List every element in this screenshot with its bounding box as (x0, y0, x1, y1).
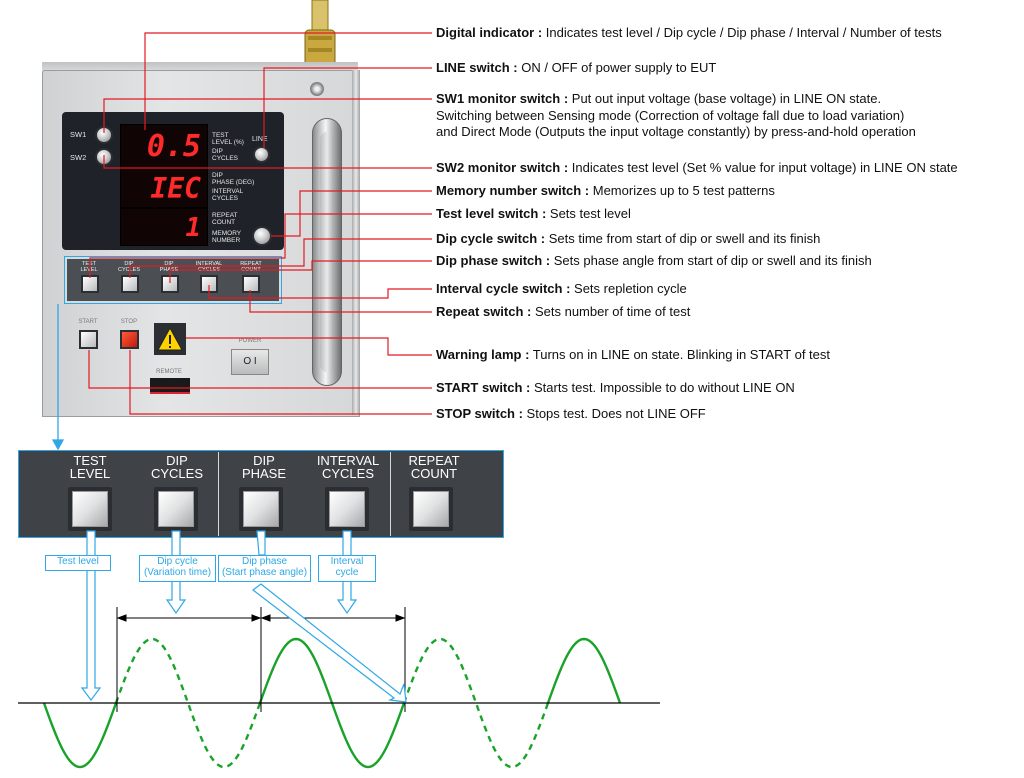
callout-test-level: Test level (45, 555, 111, 571)
annotation-test-level-switch: Test level switch : Sets test level (436, 206, 631, 221)
line-switch[interactable] (253, 146, 270, 163)
dimension-arrows (116, 614, 406, 622)
waveform-segment (42, 702, 118, 769)
closeup-test-level-button[interactable] (68, 487, 112, 531)
annotation-sw2-monitor-switch: SW2 monitor switch : Indicates test leve… (436, 160, 958, 175)
device-side-edge (352, 70, 360, 415)
stop-switch[interactable] (120, 330, 139, 349)
dip-phase-display: IEC (120, 168, 208, 208)
annotation-stop-switch: STOP switch : Stops test. Does not LINE … (436, 406, 706, 421)
strip-divider (218, 452, 219, 536)
repeat-switch[interactable] (242, 275, 260, 293)
annotation-sw1-monitor-switch: SW1 monitor switch : Put out input volta… (436, 91, 916, 139)
sw2-label: SW2 (70, 153, 87, 162)
power-switch[interactable]: O I (231, 349, 269, 375)
callout-dip-cycle: Dip cycle(Variation time) (139, 555, 216, 582)
callout-dip-phase: Dip phase(Start phase angle) (218, 555, 311, 582)
strip-divider (390, 452, 391, 536)
remote-connector (150, 378, 190, 394)
annotation-memory-number-switch: Memory number switch : Memorizes up to 5… (436, 183, 775, 198)
annotation-digital-indicator: Digital indicator : Indicates test level… (436, 25, 942, 40)
screw-icon (310, 82, 324, 96)
remote-label: REMOTE (156, 369, 182, 375)
start-switch[interactable] (79, 330, 98, 349)
test-level-display: 0.5 (120, 124, 208, 168)
device-top (42, 62, 358, 72)
closeup-dip-cycles-button[interactable] (154, 487, 198, 531)
annotation-repeat-switch: Repeat switch : Sets number of time of t… (436, 304, 691, 319)
closeup-interval-cycles-button[interactable] (325, 487, 369, 531)
closeup-dip-phase-button[interactable] (239, 487, 283, 531)
warning-icon (157, 326, 183, 351)
power-label: POWER (238, 338, 262, 344)
annotation-dip-cycle-switch: Dip cycle switch : Sets time from start … (436, 231, 821, 246)
waveform-dip-segment (114, 637, 262, 769)
warning-lamp (154, 323, 186, 355)
closeup-repeat-count-button[interactable] (409, 487, 453, 531)
stop-label: STOP (120, 319, 138, 325)
start-label: START (78, 319, 98, 325)
callout-arrows (80, 530, 407, 703)
waveform-segment (546, 637, 622, 704)
annotation-start-switch: START switch : Starts test. Impossible t… (436, 380, 795, 395)
waveform-dip-segment (402, 637, 550, 769)
annotation-warning-lamp: Warning lamp : Turns on in LINE on state… (436, 347, 830, 362)
repeat-count-display: 1 (120, 208, 208, 246)
annotation-dip-phase-switch: Dip phase switch : Sets phase angle from… (436, 253, 872, 268)
line-switch-label: LINE (252, 136, 268, 143)
sw1-label: SW1 (70, 130, 87, 139)
annotation-interval-cycle-switch: Interval cycle switch : Sets repletion c… (436, 281, 687, 296)
annotation-line-switch: LINE switch : ON / OFF of power supply t… (436, 60, 717, 75)
